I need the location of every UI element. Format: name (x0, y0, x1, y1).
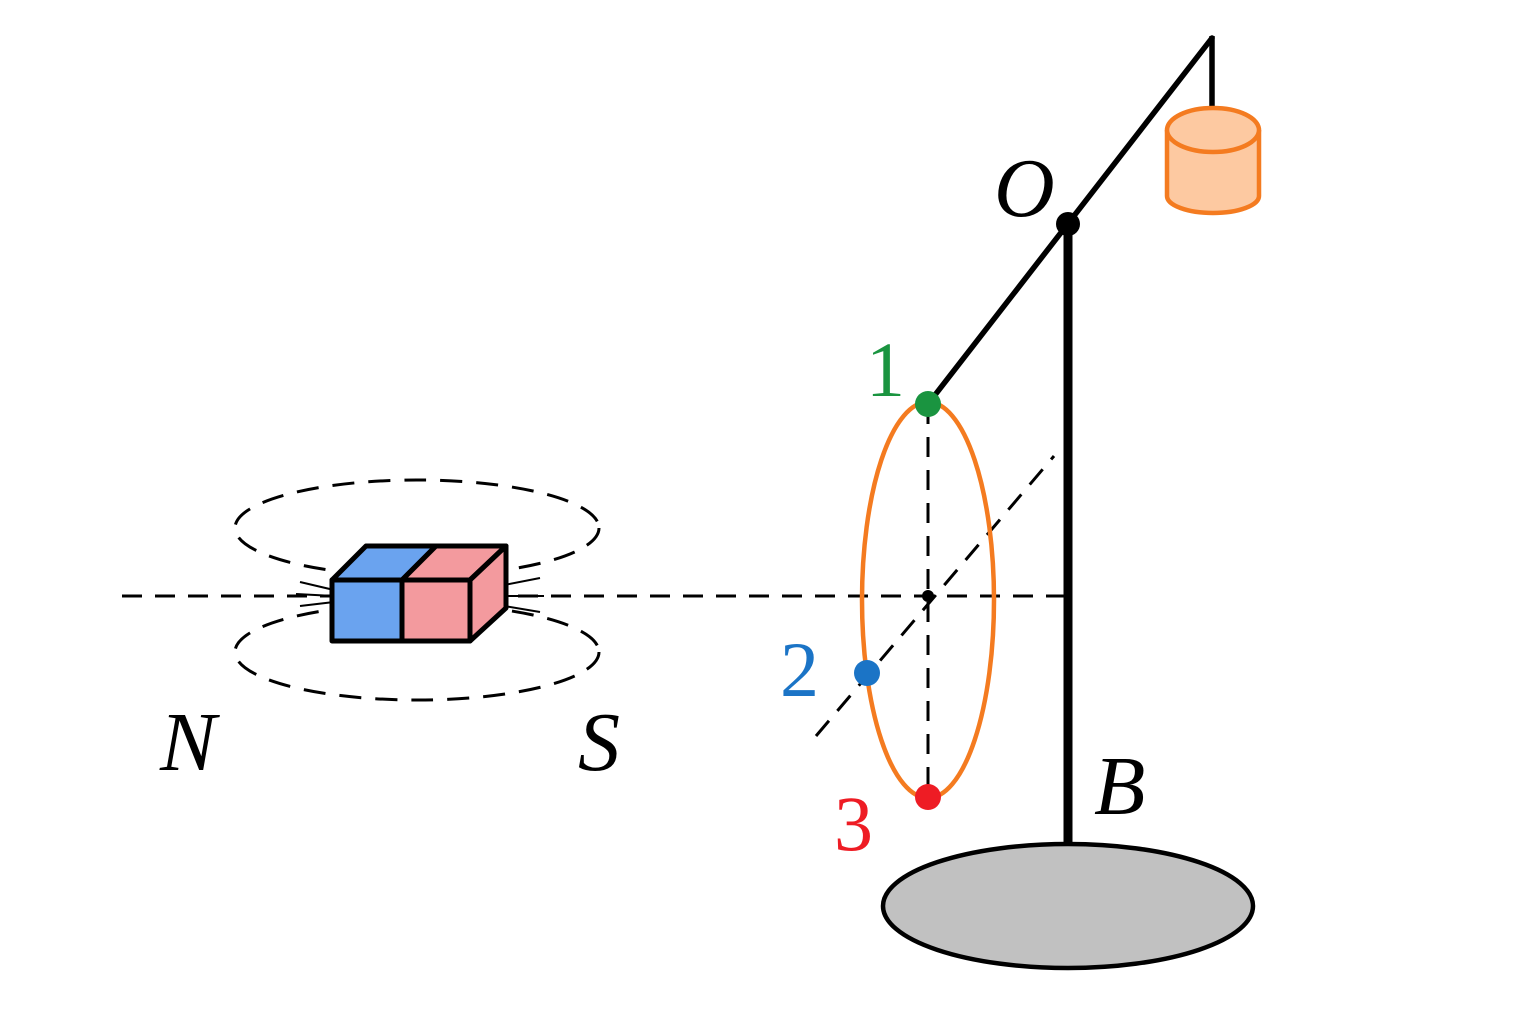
magnet-south-side (467, 543, 509, 644)
point-3-label: 3 (834, 780, 873, 867)
ring-center-dot (922, 590, 934, 602)
point-2-label: 2 (780, 626, 819, 713)
stand-base (880, 841, 1256, 971)
base-label: B (1094, 740, 1145, 833)
magnet-north-face (329, 577, 405, 644)
point-2-dot (854, 660, 880, 686)
pole-s-label: S (578, 696, 620, 789)
point-1-dot (915, 391, 941, 417)
ring-diagonal-axis (814, 455, 1056, 737)
magnet-south-face (399, 577, 473, 644)
pivot-label: O (994, 142, 1055, 235)
bar-magnet (329, 543, 509, 644)
point-1-label: 1 (866, 326, 905, 413)
pole-n-label: N (159, 696, 220, 789)
counterweight-top (1164, 105, 1262, 155)
point-3-dot (915, 784, 941, 810)
field-line-ticks (295, 577, 544, 613)
pivot-dot (1056, 212, 1080, 236)
counterweight (1164, 105, 1262, 216)
